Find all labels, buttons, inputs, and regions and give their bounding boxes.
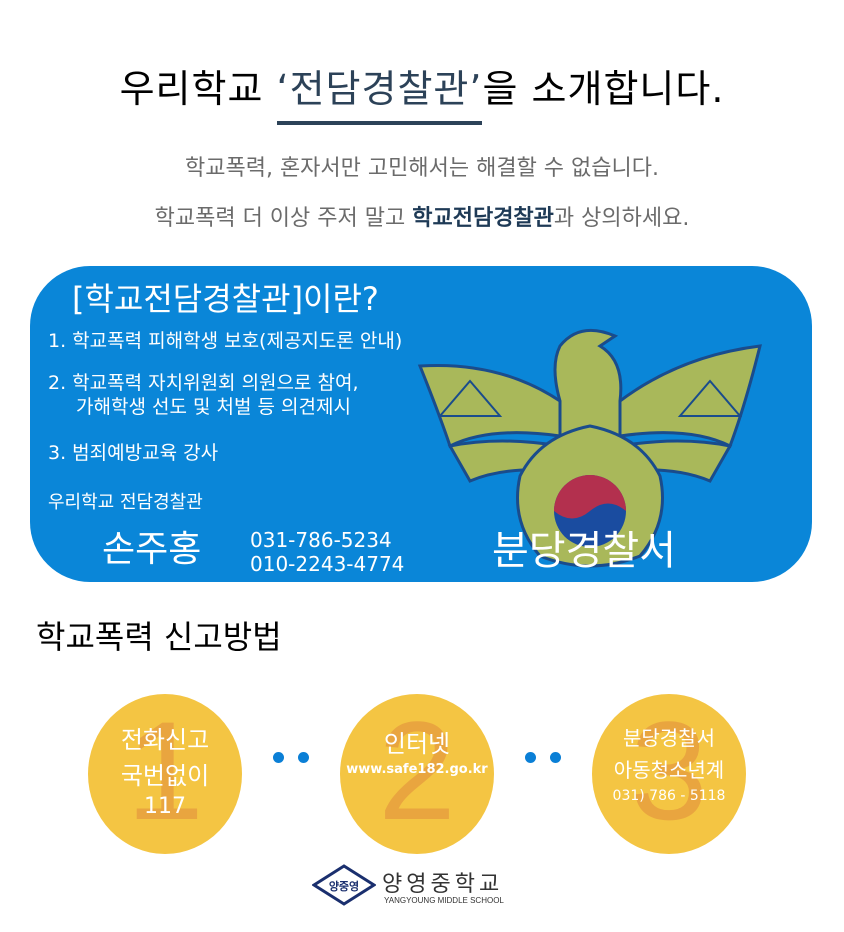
method-line-1: 인터넷 [383,730,451,758]
method-number: 3 [630,694,708,849]
dot [525,752,536,763]
page-title: 우리학교 ‘전담경찰관’을 소개합니다. [0,58,844,125]
police-emblem-icon [417,328,762,568]
method-line-3: 117 [144,794,186,819]
phone-mobile: 010-2243-4774 [250,552,405,576]
police-station: 분당경찰서 [492,528,676,574]
school-name-en: YANGYOUNG MIDDLE SCHOOL [384,896,504,905]
dot [273,752,284,763]
intro-line-1: 학교폭력, 혼자서만 고민해서는 해결할 수 없습니다. [185,156,659,181]
school-name: 양영중학교 [382,872,504,897]
info-panel: [학교전담경찰관]이란? 1. 학교폭력 피해학생 보호(제공지도론 안내) 2… [30,266,812,582]
school-badge-icon: 양중영 [312,864,376,906]
panel-title: [학교전담경찰관]이란? [72,280,379,318]
dot [298,752,309,763]
dot [550,752,561,763]
officer-phones: 031-786-5234 010-2243-4774 [250,528,404,576]
report-method-phone: 1 전화신고 국번없이 117 [88,694,242,854]
duty-item-2: 2. 학교폭력 자치위원회 의원으로 참여, [48,372,359,394]
method-url[interactable]: www.safe182.go.kr [346,762,488,777]
officer-name: 손주홍 [102,529,202,570]
officer-label: 우리학교 전담경찰관 [48,492,203,513]
duty-item-2-cont: 가해학생 선도 및 처벌 등 의견제시 [76,396,351,418]
method-number: 2 [378,694,456,849]
school-logo: 양중영 양영중학교 YANGYOUNG MIDDLE SCHOOL [312,862,532,912]
method-line-1: 분당경찰서 [623,726,715,750]
method-line-3: 031) 786 - 5118 [612,788,726,804]
connector-dots-2 [518,752,568,763]
duty-item-3: 3. 범죄예방교육 강사 [48,442,219,464]
title-highlight: ‘전담경찰관’ [276,58,483,125]
intro-line-2-emphasis: 학교전담경찰관 [412,206,554,231]
method-number: 1 [126,694,204,849]
intro-line-2-prefix: 학교폭력 더 이상 주저 말고 [154,206,413,231]
method-line-2: 아동청소년계 [613,758,725,782]
method-line-2: 국번없이 [120,762,210,790]
badge-text: 양중영 [329,879,359,893]
report-methods-title: 학교폭력 신고방법 [36,618,282,656]
method-line-1: 전화신고 [120,726,210,754]
report-method-station: 3 분당경찰서 아동청소년계 031) 786 - 5118 [592,694,746,854]
phone-office: 031-786-5234 [250,528,392,552]
duty-item-1: 1. 학교폭력 피해학생 보호(제공지도론 안내) [48,330,403,352]
report-method-internet: 2 인터넷 www.safe182.go.kr [340,694,494,854]
intro-line-2: 학교폭력 더 이상 주저 말고 학교전담경찰관과 상의하세요. [0,200,844,232]
intro-line-2-suffix: 과 상의하세요. [553,206,690,231]
connector-dots-1 [266,752,316,763]
title-prefix: 우리학교 [119,67,277,111]
title-suffix: 을 소개합니다. [482,67,725,111]
